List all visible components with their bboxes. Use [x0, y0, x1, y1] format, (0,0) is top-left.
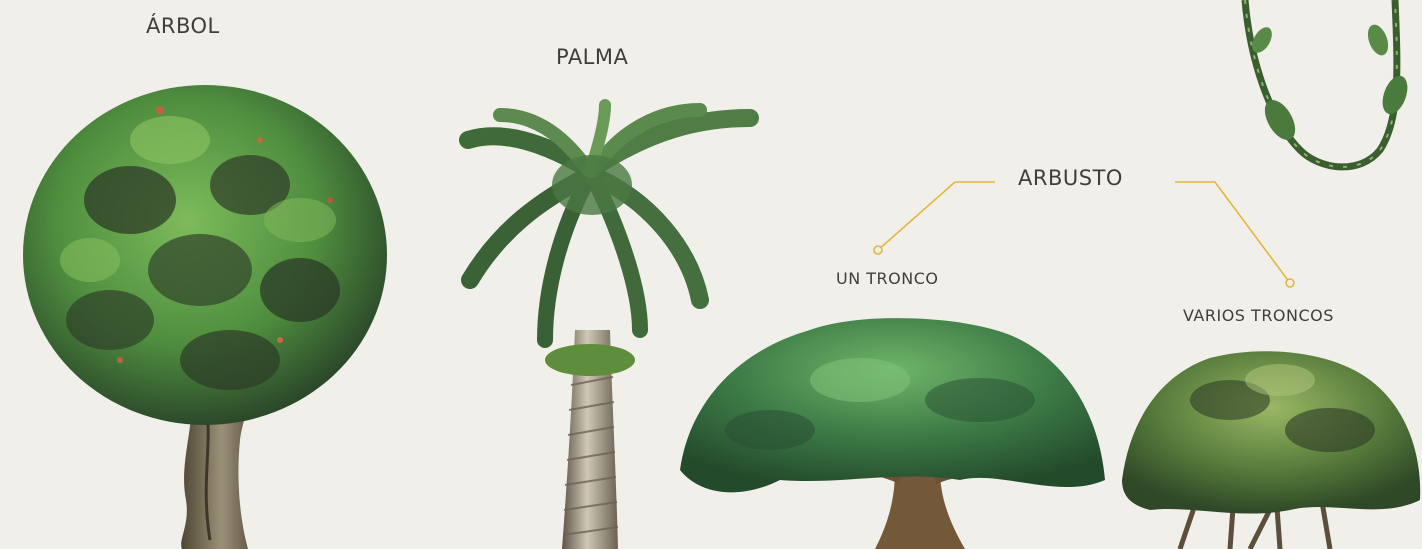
- label-un-tronco: UN TRONCO: [836, 269, 939, 288]
- shrub-single-canopy: [680, 318, 1105, 493]
- vine-illustration: [1241, 0, 1408, 171]
- label-varios-troncos: VARIOS TRONCOS: [1183, 306, 1334, 325]
- leader-lines: [873, 181, 1295, 288]
- leader-line-varios-troncos: [1175, 181, 1291, 284]
- label-arbusto: ARBUSTO: [1018, 166, 1123, 190]
- palm-illustration: [459, 99, 759, 549]
- shrub-single-trunk-illustration: [680, 318, 1105, 549]
- label-palma: PALMA: [556, 45, 629, 69]
- label-arbol: ÁRBOL: [146, 14, 220, 38]
- tree-illustration: [23, 85, 387, 549]
- leader-line-un-tronco: [877, 181, 995, 251]
- leader-dot-un-tronco: [873, 245, 883, 255]
- shrub-multi-trunk-illustration: [1122, 351, 1421, 549]
- palm-fronds: [459, 99, 759, 348]
- leader-dot-varios-troncos: [1285, 278, 1295, 288]
- shrub-single-trunk: [875, 470, 965, 549]
